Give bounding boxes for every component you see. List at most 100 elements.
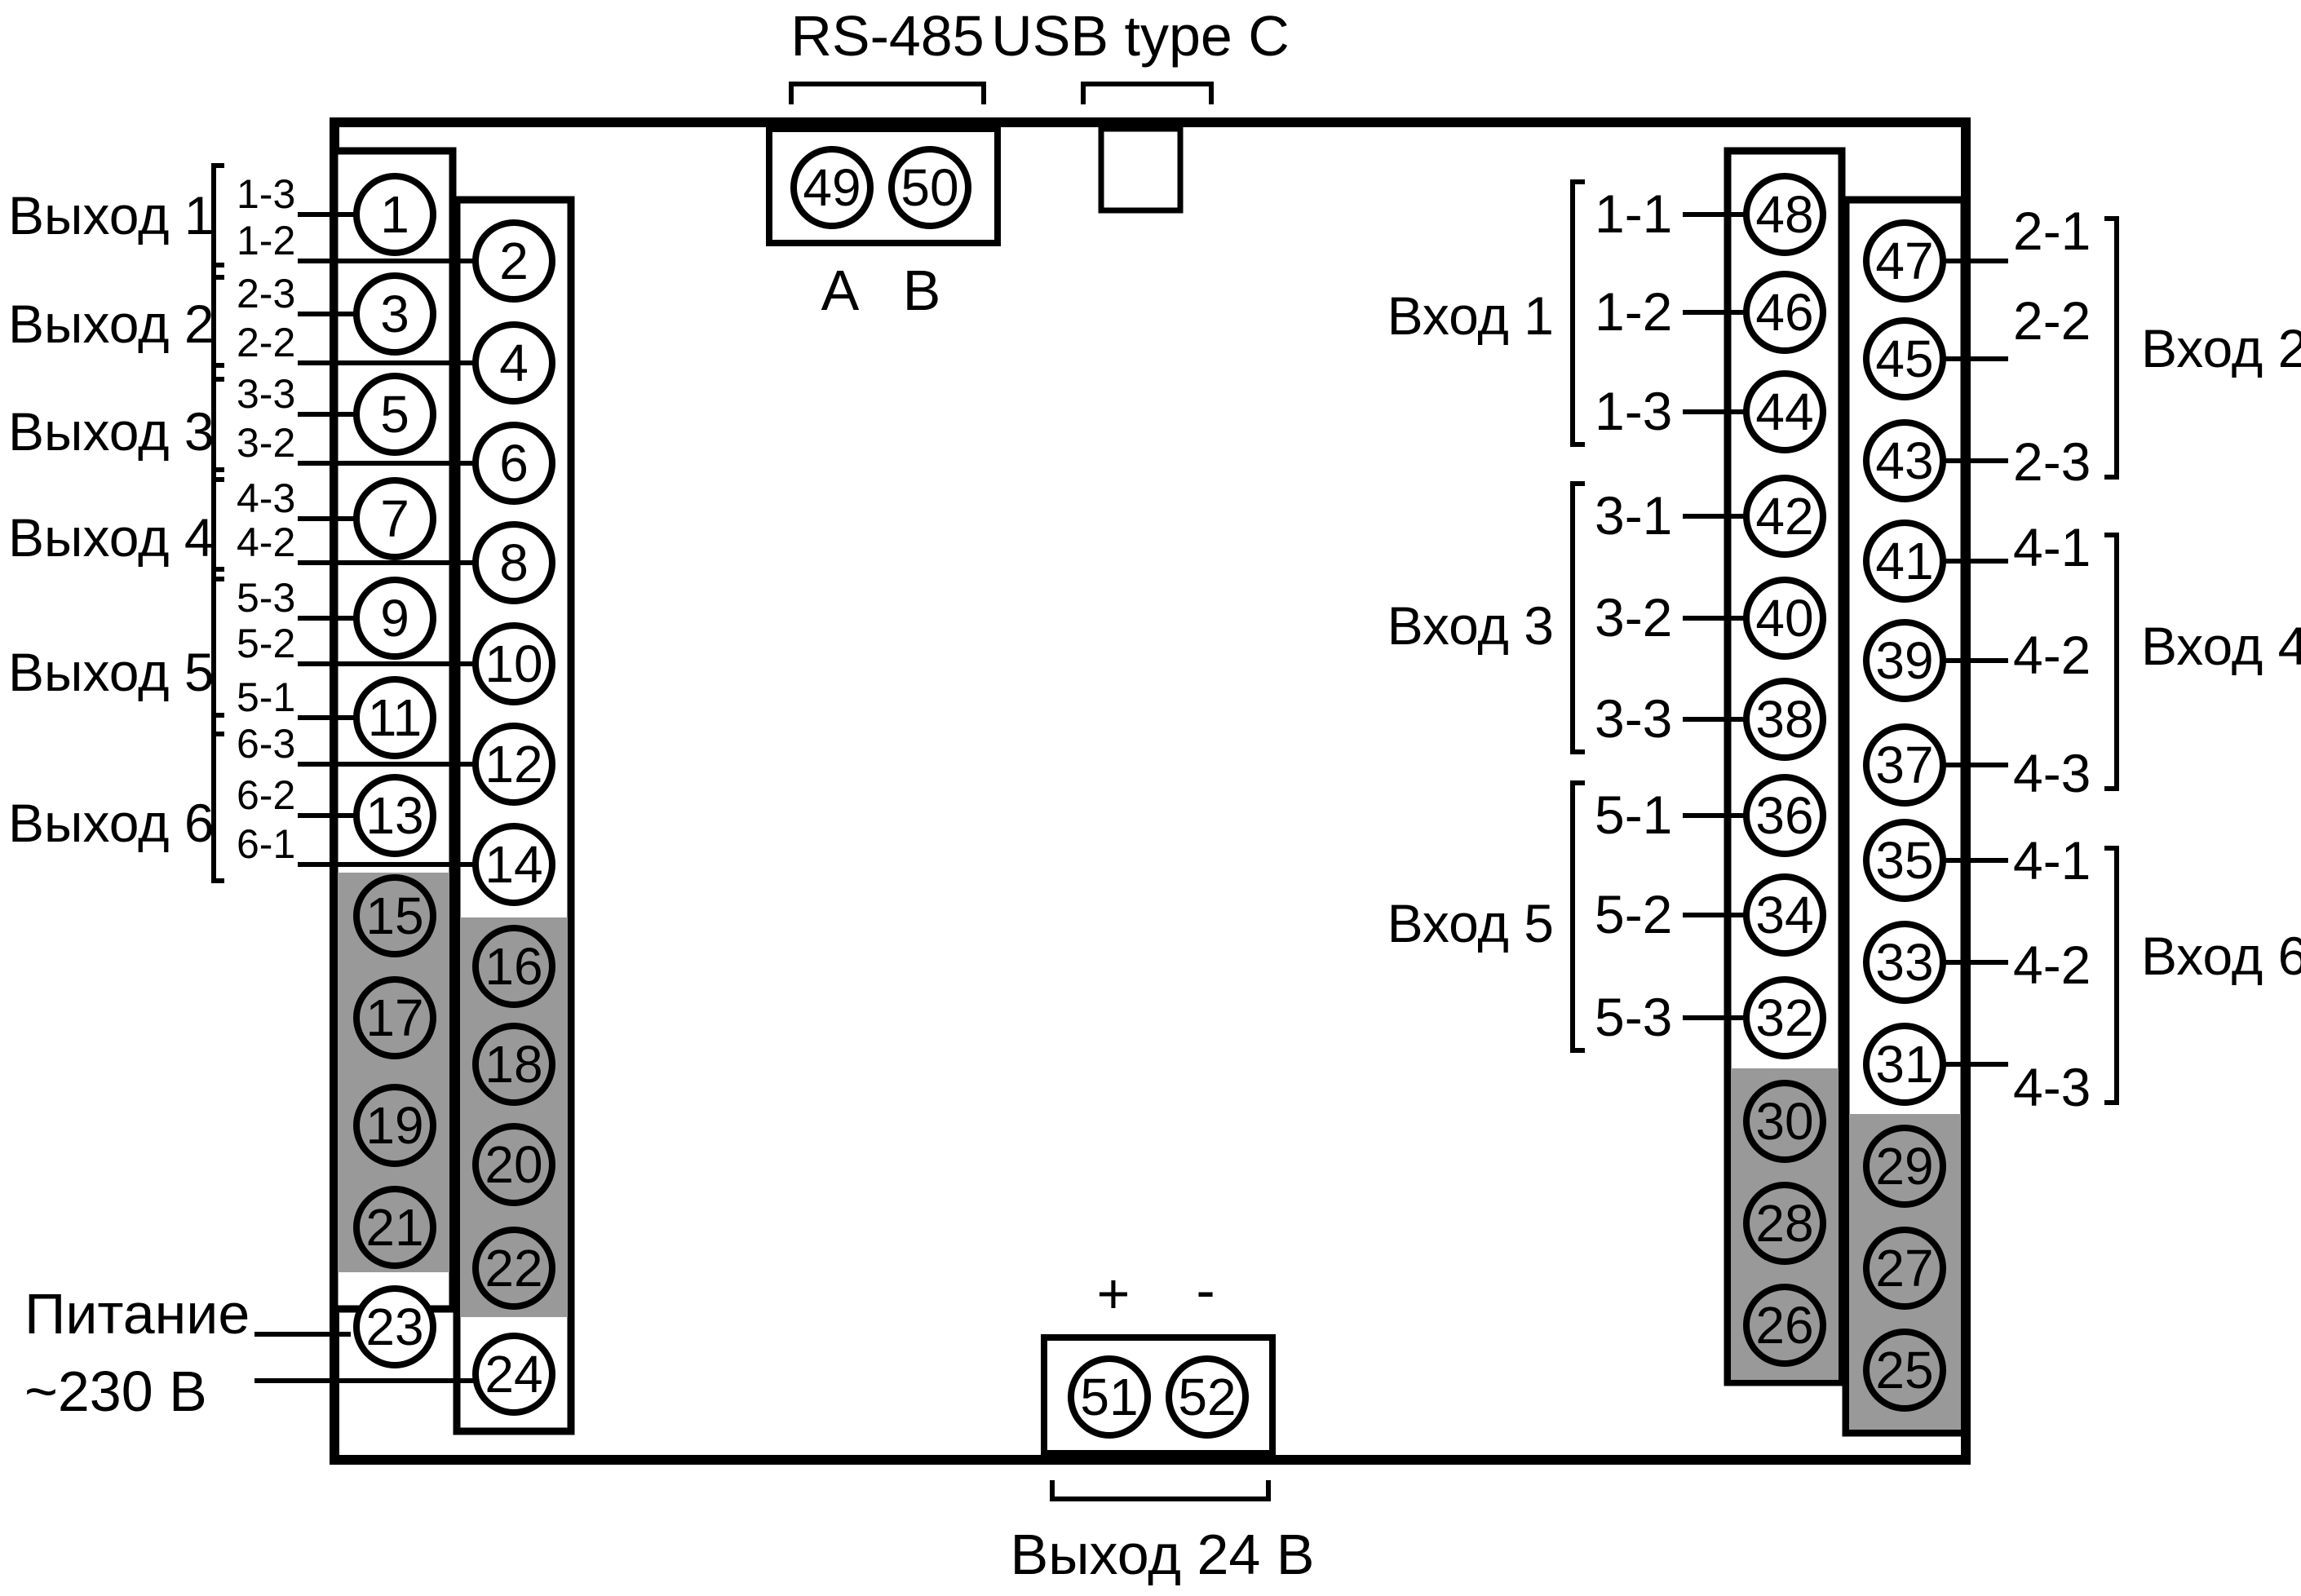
input-outer-sub-2-1: 4-2 <box>2013 935 2091 995</box>
output-sub-2-3: 2-3 <box>237 271 295 316</box>
terminal-28-number: 28 <box>1755 1194 1813 1253</box>
output-sub-2-2: 2-2 <box>237 320 295 365</box>
input-outer-1-label: Вход 2 <box>2141 318 2301 378</box>
input-inner-sub-1-0: 3-1 <box>1595 485 1672 546</box>
output-sub-1-3: 1-3 <box>237 171 295 217</box>
output-sub-5-2: 5-2 <box>237 621 295 666</box>
minus-label: - <box>1196 1258 1215 1322</box>
input-outer-sub-1-0: 4-1 <box>2013 517 2091 577</box>
plus-label: + <box>1097 1262 1131 1325</box>
output-sub-6-1: 6-1 <box>237 821 295 867</box>
terminal-29-number: 29 <box>1875 1137 1933 1196</box>
terminal-50-number: 50 <box>900 158 958 217</box>
terminal-21-circle <box>353 1186 436 1269</box>
input-inner-2-bracket <box>1570 481 1585 754</box>
terminal-31-number: 31 <box>1875 1035 1933 1094</box>
input-inner-3-label: Вход 5 <box>1387 893 1554 953</box>
terminal-9-number: 9 <box>380 589 409 648</box>
output-2-label: Выход 2 <box>8 294 215 354</box>
terminal-32-number: 32 <box>1755 988 1813 1047</box>
terminal-13-number: 13 <box>365 786 423 845</box>
terminal-23-number: 23 <box>365 1298 423 1356</box>
output-sub-4-2: 4-2 <box>237 519 295 565</box>
input-inner-sub-0-1: 1-2 <box>1595 281 1672 342</box>
input-inner-1-label: Вход 1 <box>1387 285 1554 346</box>
out24-bracket <box>1050 1480 1271 1501</box>
terminal-29-circle <box>1863 1125 1946 1208</box>
power-label-line1: Питание <box>24 1282 250 1346</box>
terminal-6-number: 6 <box>499 434 529 493</box>
terminal-45-number: 45 <box>1875 329 1933 388</box>
output-5-label: Выход 5 <box>8 642 215 702</box>
output-sub-6-3: 6-3 <box>237 721 295 767</box>
rs485-b-label: B <box>903 259 941 322</box>
usb-label: USB type C <box>991 4 1290 68</box>
output-sub-3-2: 3-2 <box>237 420 295 466</box>
terminal-11-number: 11 <box>368 688 422 747</box>
output-3-label: Выход 3 <box>8 401 215 462</box>
terminal-19-number: 19 <box>365 1096 423 1155</box>
output-sub-5-3: 5-3 <box>237 575 295 621</box>
input-outer-sub-0-2: 2-3 <box>2013 431 2091 492</box>
terminal-5-number: 5 <box>380 385 409 444</box>
terminal-15-circle <box>353 874 436 957</box>
terminal-46-number: 46 <box>1755 283 1813 342</box>
terminal-38-number: 38 <box>1755 690 1813 749</box>
terminal-18-circle <box>472 1023 555 1106</box>
output-sub-3-3: 3-3 <box>237 371 295 417</box>
input-outer-3-label: Вход 6 <box>2141 926 2301 986</box>
terminal-51-circle <box>1068 1355 1151 1439</box>
terminal-41-number: 41 <box>1875 532 1933 590</box>
terminal-26-number: 26 <box>1755 1296 1813 1355</box>
output-4-label: Выход 4 <box>8 507 215 568</box>
terminal-34-number: 34 <box>1755 886 1813 944</box>
terminal-28-circle <box>1743 1182 1826 1265</box>
terminal-49-circle <box>790 146 874 229</box>
output-6-label: Выход 6 <box>8 793 215 853</box>
terminal-43-number: 43 <box>1875 431 1933 490</box>
terminal-7-number: 7 <box>380 489 409 548</box>
terminal-44-number: 44 <box>1755 382 1813 441</box>
terminal-17-number: 17 <box>365 988 423 1047</box>
terminal-8-number: 8 <box>499 533 529 592</box>
terminal-25-number: 25 <box>1875 1341 1933 1399</box>
dynamic-layer: 1234567891011121314151617181920212223244… <box>8 146 2301 1439</box>
terminal-10-number: 10 <box>485 634 542 693</box>
output-1-label: Выход 1 <box>8 185 215 245</box>
terminal-21-number: 21 <box>365 1198 423 1257</box>
input-outer-2-bracket <box>2104 533 2119 791</box>
power-label-line2: ~230 В <box>24 1359 207 1423</box>
terminal-48-number: 48 <box>1755 185 1813 244</box>
input-outer-1-bracket <box>2104 216 2119 480</box>
terminal-27-number: 27 <box>1875 1239 1933 1298</box>
output-6-bracket <box>211 713 224 883</box>
output-sub-4-3: 4-3 <box>237 475 295 521</box>
usb-connector <box>1098 126 1184 214</box>
terminal-23-circle <box>353 1285 436 1368</box>
input-outer-sub-0-1: 2-2 <box>2013 290 2091 351</box>
input-outer-sub-0-0: 2-1 <box>2013 201 2091 261</box>
rs485-label: RS-485 <box>790 4 984 68</box>
terminal-30-number: 30 <box>1755 1092 1813 1151</box>
terminal-24-circle <box>472 1333 555 1416</box>
out24-label: Выход 24 В <box>1011 1523 1315 1586</box>
terminal-22-number: 22 <box>485 1239 542 1298</box>
input-inner-sub-0-2: 1-3 <box>1595 381 1672 441</box>
input-inner-sub-1-1: 3-2 <box>1595 587 1672 648</box>
terminal-16-number: 16 <box>485 937 542 996</box>
terminal-30-circle <box>1743 1080 1826 1163</box>
output-5-bracket <box>211 567 224 736</box>
terminal-17-circle <box>353 976 436 1059</box>
terminal-37-number: 37 <box>1875 736 1933 794</box>
terminal-52-circle <box>1166 1355 1249 1439</box>
terminal-1-number: 1 <box>380 185 409 244</box>
terminal-18-number: 18 <box>485 1035 542 1094</box>
input-inner-sub-2-0: 5-1 <box>1595 785 1672 845</box>
terminal-33-number: 33 <box>1875 933 1933 992</box>
input-outer-sub-2-0: 4-1 <box>2013 830 2091 891</box>
input-outer-sub-2-2: 4-3 <box>2013 1057 2091 1117</box>
input-outer-2-label: Вход 4 <box>2141 616 2301 676</box>
terminal-51-number: 51 <box>1080 1368 1138 1426</box>
terminal-27-circle <box>1863 1227 1946 1310</box>
terminal-49-number: 49 <box>803 158 861 217</box>
